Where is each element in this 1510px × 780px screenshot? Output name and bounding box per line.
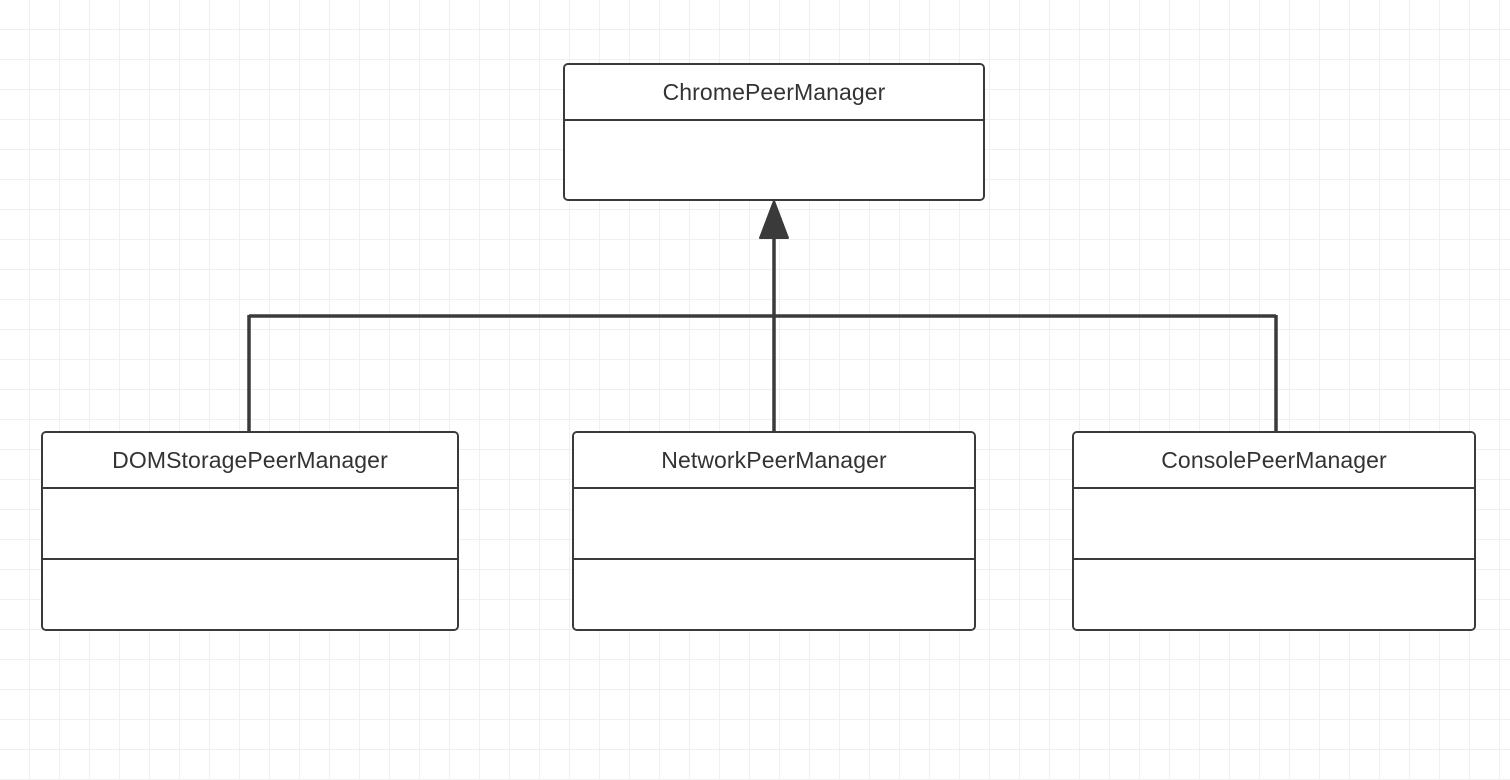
- class-attributes-compartment-network-peer-manager: [574, 489, 974, 560]
- class-attributes-compartment-console-peer-manager: [1074, 489, 1474, 560]
- class-name-dom-storage-peer-manager: DOMStoragePeerManager: [43, 433, 457, 489]
- class-attributes-compartment-chrome-peer-manager: [565, 121, 983, 199]
- class-attributes-compartment-dom-storage-peer-manager: [43, 489, 457, 560]
- class-methods-compartment-console-peer-manager: [1074, 560, 1474, 629]
- class-box-console-peer-manager[interactable]: ConsolePeerManager: [1072, 431, 1476, 631]
- generalization-arrowhead: [759, 200, 789, 239]
- class-methods-compartment-network-peer-manager: [574, 560, 974, 629]
- class-name-chrome-peer-manager: ChromePeerManager: [565, 65, 983, 121]
- class-box-chrome-peer-manager[interactable]: ChromePeerManager: [563, 63, 985, 201]
- class-box-network-peer-manager[interactable]: NetworkPeerManager: [572, 431, 976, 631]
- class-methods-compartment-dom-storage-peer-manager: [43, 560, 457, 629]
- class-name-network-peer-manager: NetworkPeerManager: [574, 433, 974, 489]
- class-name-console-peer-manager: ConsolePeerManager: [1074, 433, 1474, 489]
- class-box-dom-storage-peer-manager[interactable]: DOMStoragePeerManager: [41, 431, 459, 631]
